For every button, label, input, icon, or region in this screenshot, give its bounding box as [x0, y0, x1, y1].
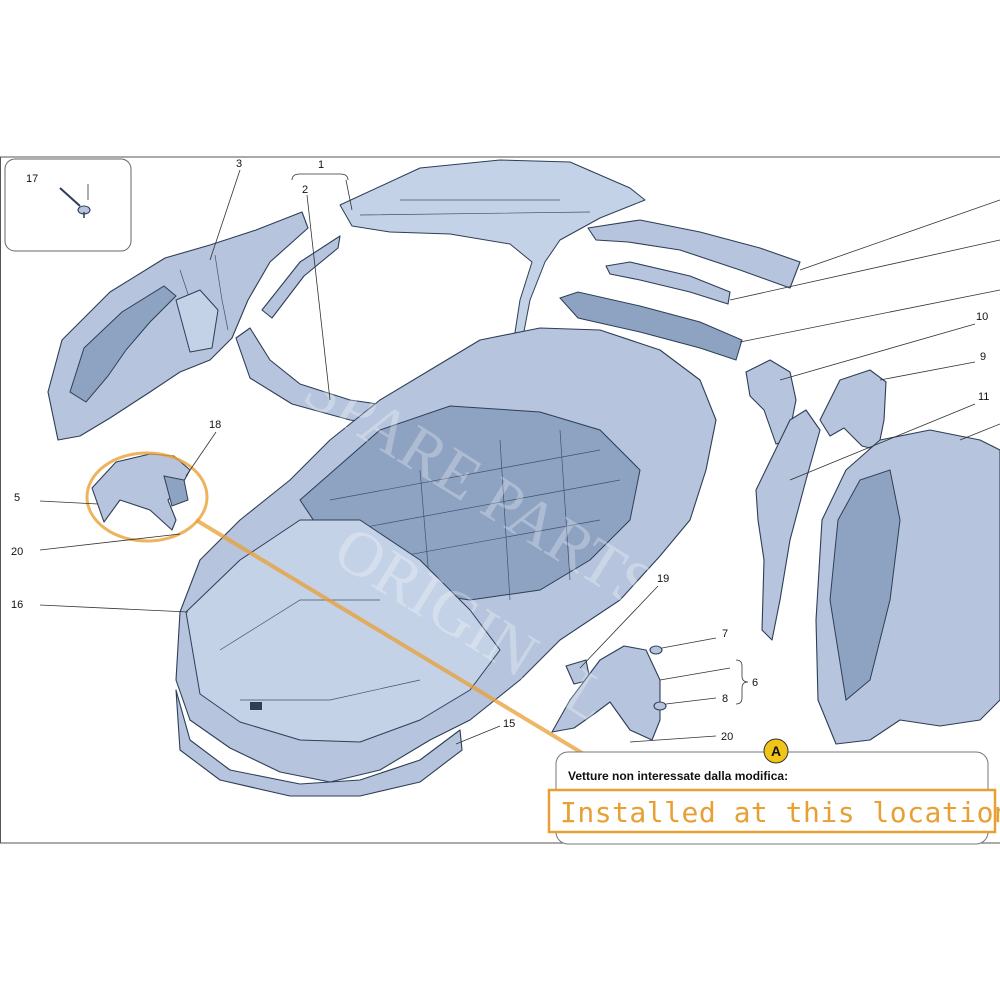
bolt-icon — [59, 187, 91, 218]
installed-banner — [547, 788, 997, 834]
callout-20-right: 20 — [721, 731, 733, 743]
callout-11: 11 — [978, 391, 989, 403]
right-roof-rails — [559, 219, 801, 361]
callout-10: 10 — [976, 311, 988, 323]
note-badge-letter: A — [771, 743, 781, 759]
callout-8: 8 — [722, 693, 728, 705]
callout-1: 1 — [318, 159, 324, 171]
callout-18: 18 — [209, 419, 221, 431]
note-badge — [763, 738, 789, 764]
callout-9: 9 — [980, 351, 986, 363]
part-6-front-fender — [551, 645, 661, 741]
installed-banner-text: Installed at this location — [560, 796, 1000, 829]
callout-16: 16 — [11, 599, 23, 611]
callout-20-left: 20 — [11, 546, 23, 558]
note-text: Vetture non interessate dalla modifica: — [568, 769, 788, 783]
part-3-left-body-side — [47, 211, 309, 441]
callout-5: 5 — [14, 492, 20, 504]
part-7-clip — [649, 645, 663, 655]
callout-15: 15 — [503, 718, 515, 730]
main-body-shell — [175, 327, 717, 797]
part-1-roof — [339, 159, 646, 379]
callout-6: 6 — [752, 677, 758, 689]
callout-2: 2 — [302, 184, 308, 196]
callout-19: 19 — [657, 573, 669, 585]
callout-7: 7 — [722, 628, 728, 640]
part-8-clip — [653, 701, 667, 711]
callout-3: 3 — [236, 158, 242, 170]
callout-17: 17 — [26, 173, 38, 185]
inset-box-17 — [4, 158, 132, 252]
part-11-rear-pillar — [755, 409, 821, 641]
right-outer-body-side — [815, 429, 1000, 745]
highlight-circle — [85, 451, 209, 543]
leader-lines — [39, 169, 1000, 745]
part-9-rear-wheelhouse — [819, 369, 887, 451]
